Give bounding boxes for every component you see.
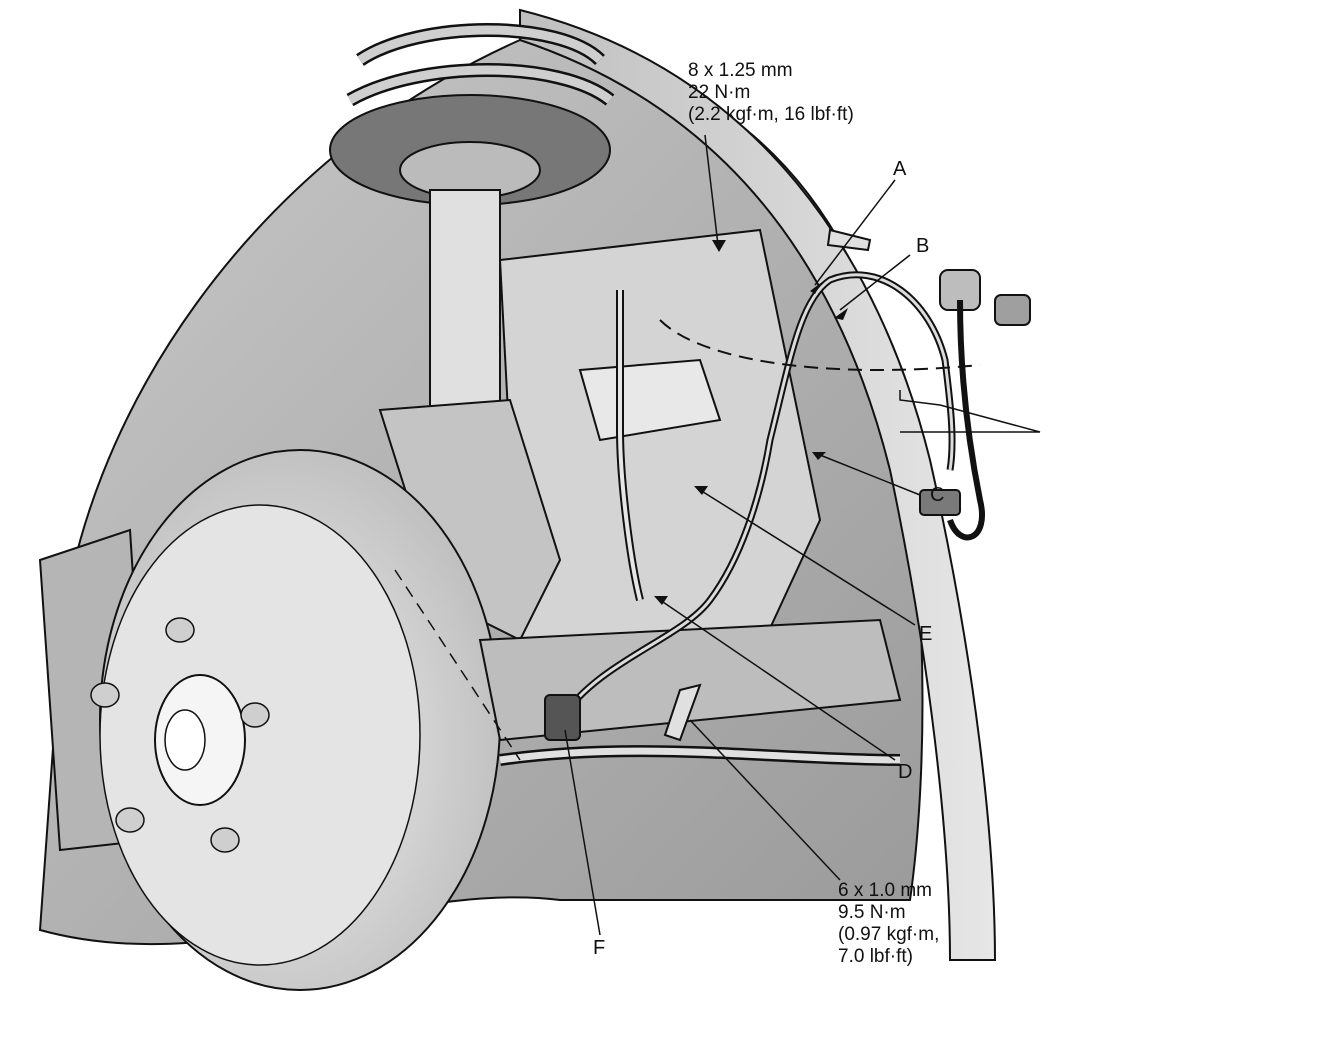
callout-a: A [893, 158, 907, 180]
brake-rotor-face [99, 504, 421, 966]
wheel-stud [115, 807, 145, 833]
upper-spec-line-3: (2.2 kgf·m, 16 lbf·ft) [688, 104, 854, 125]
upper-torque-spec: 8 x 1.25 mm 22 N·m (2.2 kgf·m, 16 lbf·ft… [688, 60, 854, 126]
lower-spec-line-3: (0.97 kgf·m, [838, 924, 940, 945]
callout-e: E [919, 623, 933, 645]
strut-body [429, 189, 501, 411]
routing-dashed-line-2 [394, 569, 521, 761]
wheel-stud [165, 617, 195, 643]
arrow-b [834, 308, 848, 320]
leader-lower-spec [689, 719, 841, 881]
lower-spec-line-4: 7.0 lbf·ft) [838, 946, 913, 967]
sensor-bracket-plate [578, 358, 722, 442]
harness-clip [919, 489, 961, 516]
coil-spring-highlight [347, 25, 613, 104]
wheel-speed-sensor [544, 694, 581, 741]
arrow-e [694, 486, 708, 495]
lower-bolt [663, 683, 702, 742]
routing-dashed-line [659, 319, 981, 371]
upper-spec-line-1: 8 x 1.25 mm [688, 60, 793, 81]
arrow-a [810, 282, 822, 294]
sensor-harness-highlight [558, 273, 954, 721]
leader-upper-spec [704, 134, 719, 246]
leader-a [814, 179, 896, 286]
lower-spec-line-2: 9.5 N·m [838, 902, 906, 923]
harness-connector-2 [994, 294, 1031, 326]
wheel-stud [90, 682, 120, 708]
upper-spec-line-2: 22 N·m [688, 82, 751, 103]
arrow-heads [654, 240, 848, 605]
harness-loop [947, 299, 985, 541]
arrow-upper-spec [712, 240, 726, 252]
leader-bracket [899, 390, 1041, 433]
brake-hose-highlight [618, 290, 642, 601]
arrow-c [812, 452, 826, 460]
lower-arm [478, 618, 902, 742]
callout-d: D [898, 761, 913, 783]
leader-c [819, 454, 921, 496]
callout-b: B [916, 235, 930, 257]
leader-d [659, 599, 896, 761]
arrow-d [654, 596, 668, 605]
leader-e [699, 489, 916, 626]
wheel-studs [90, 617, 270, 853]
wheel-stud [240, 702, 270, 728]
leader-b [839, 254, 911, 311]
leader-f [564, 729, 601, 936]
callout-c: C [930, 484, 945, 506]
tie-rod-highlight [499, 747, 901, 764]
hub-center [164, 709, 206, 771]
callout-f: F [593, 937, 606, 959]
lower-spec-line-1: 6 x 1.0 mm [838, 880, 932, 901]
leader-lines [564, 134, 1041, 936]
lower-torque-spec: 6 x 1.0 mm 9.5 N·m (0.97 kgf·m, 7.0 lbf·… [838, 880, 939, 968]
wheel-stud [210, 827, 240, 853]
